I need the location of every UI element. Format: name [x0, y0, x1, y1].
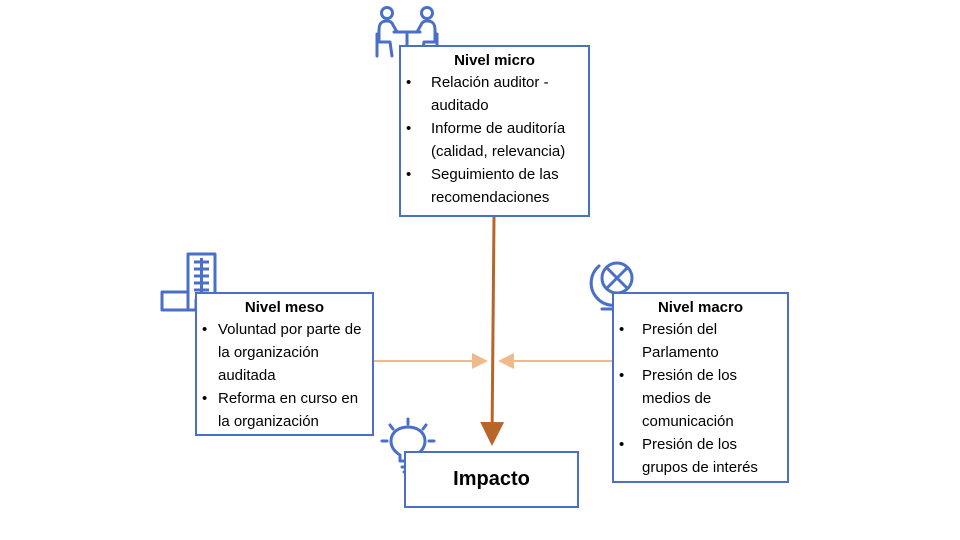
list-item: Reforma en curso en la organización [197, 387, 372, 433]
meso-level-list: Voluntad por parte de la organización au… [197, 318, 372, 433]
list-item: Seguimiento de las recomendaciones [401, 163, 588, 209]
macro-level-box: Nivel macro Presión del Parlamento Presi… [612, 292, 789, 483]
list-item: Relación auditor - auditado [401, 71, 588, 117]
micro-level-list: Relación auditor - auditado Informe de a… [401, 71, 588, 209]
list-item: Presión de los medios de comunicación [614, 364, 787, 433]
list-item: Informe de auditoría (calidad, relevanci… [401, 117, 588, 163]
impact-label: Impacto [453, 468, 530, 490]
micro-level-box: Nivel micro Relación auditor - auditado … [399, 45, 590, 217]
list-item: Presión del Parlamento [614, 318, 787, 364]
meso-level-box: Nivel meso Voluntad por parte de la orga… [195, 292, 374, 436]
micro-to-impact-arrow [480, 216, 505, 446]
list-item: Presión de los grupos de interés [614, 433, 787, 479]
macro-level-list: Presión del Parlamento Presión de los me… [614, 318, 787, 479]
meso-level-title: Nivel meso [244, 299, 325, 316]
macro-level-title: Nivel macro [657, 299, 744, 316]
impact-box: Impacto [404, 451, 579, 508]
micro-level-title: Nivel micro [454, 52, 535, 69]
list-item: Voluntad por parte de la organización au… [197, 318, 372, 387]
